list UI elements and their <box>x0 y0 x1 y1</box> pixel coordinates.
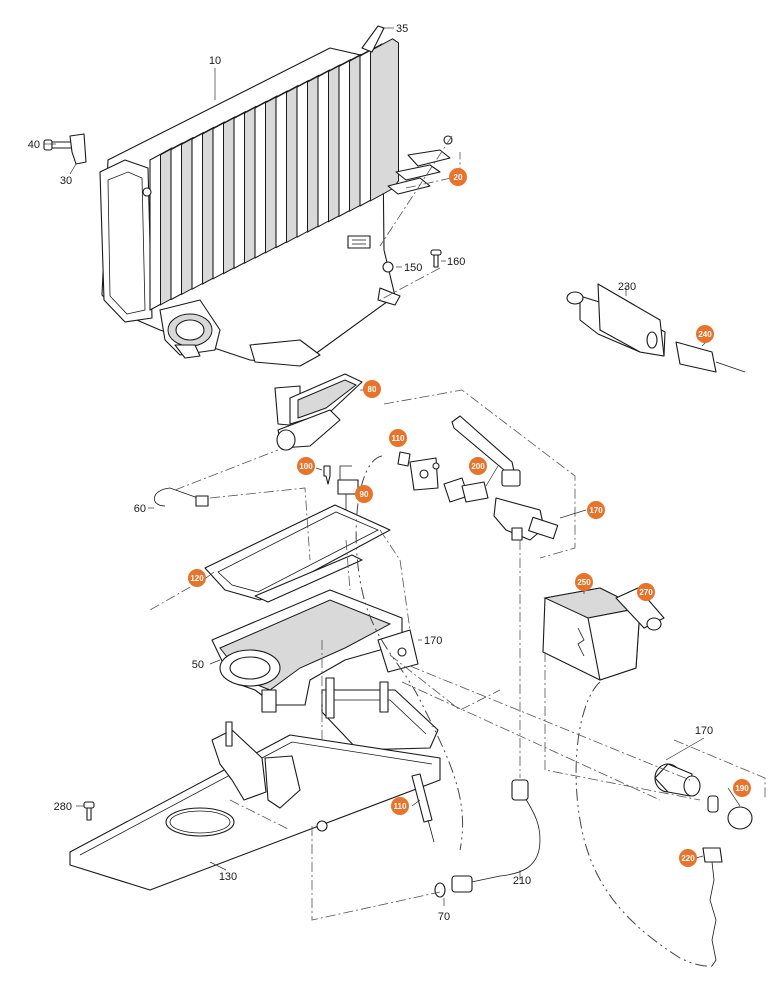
part-label: 210 <box>513 875 531 887</box>
part-badge <box>389 429 407 447</box>
part-badge-label: 90 <box>360 490 369 499</box>
screw-100 <box>323 465 331 485</box>
part-badge <box>679 849 697 867</box>
cooling-fins <box>149 38 399 311</box>
part-badge <box>469 457 487 475</box>
switch-group-170 <box>654 763 753 967</box>
control-box-250 <box>542 587 642 681</box>
part-badge-label: 80 <box>368 385 377 394</box>
part-badge <box>355 485 373 503</box>
part-label: 35 <box>396 23 408 35</box>
part-badge <box>449 168 467 186</box>
part-badge-label: 200 <box>471 462 485 471</box>
mounting-frame <box>321 677 439 751</box>
part-badge <box>733 779 751 797</box>
part-label: 60 <box>134 503 146 515</box>
electrode-240 <box>675 341 746 373</box>
part-badge-label: 220 <box>681 854 695 863</box>
part-badge <box>188 569 206 587</box>
electrode-110-lower <box>411 773 435 843</box>
burner-80 <box>274 373 363 451</box>
part-badge-label: 120 <box>190 574 204 583</box>
part-badge <box>297 457 315 475</box>
clip-30 <box>69 133 87 165</box>
part-badge <box>587 501 605 519</box>
part-label: 130 <box>219 871 237 883</box>
part-labels: 35 10 40 30 150 160 230 60 170 50 280 130 70 210 170 20… <box>28 23 751 923</box>
screw-40 <box>43 139 73 151</box>
part-label: 170 <box>424 635 442 647</box>
part-badge-label: 110 <box>392 434 405 443</box>
part-badge-label: 250 <box>577 578 591 587</box>
part-label: 30 <box>60 175 72 187</box>
gasket-upper <box>254 554 363 603</box>
screw-160 <box>430 249 442 268</box>
part-label: 150 <box>404 262 422 274</box>
part-label: 10 <box>209 55 221 67</box>
fin <box>370 38 399 202</box>
gasket-120 <box>204 504 391 601</box>
part-badge <box>575 573 593 591</box>
part-badge-label: 20 <box>454 173 463 182</box>
connection-lines <box>149 135 766 967</box>
part-badge-label: 100 <box>299 462 313 471</box>
part-badge-label: 170 <box>589 506 603 515</box>
part-badge-label: 270 <box>639 588 653 597</box>
gas-pipe-210 <box>461 779 541 885</box>
part-label: 170 <box>695 725 713 737</box>
gas-valve-group-170 <box>397 415 559 541</box>
part-badge <box>363 380 381 398</box>
part-label: 160 <box>447 256 465 268</box>
combustion-chamber-50 <box>211 589 403 713</box>
part-badge-label: 110 <box>394 802 407 811</box>
part-badge <box>637 583 655 601</box>
part-badge <box>391 797 409 815</box>
part-label: 40 <box>28 139 40 151</box>
part-badge <box>696 325 714 343</box>
bracket-set-20 <box>387 135 453 195</box>
part-badge-label: 240 <box>698 330 712 339</box>
heat-exchanger-part <box>99 38 401 367</box>
housing-230 <box>566 283 666 357</box>
part-label: 50 <box>192 659 204 671</box>
bracket-170 <box>377 629 419 673</box>
part-badge-label: 190 <box>735 784 749 793</box>
screw-280 <box>83 801 95 821</box>
fitting-70 <box>434 875 473 898</box>
part-label: 70 <box>438 911 450 923</box>
part-label: 280 <box>54 801 72 813</box>
battery-270 <box>615 587 665 631</box>
washer-150 <box>382 261 394 273</box>
hose-end-60 <box>153 487 209 507</box>
part-label: 230 <box>618 281 636 293</box>
